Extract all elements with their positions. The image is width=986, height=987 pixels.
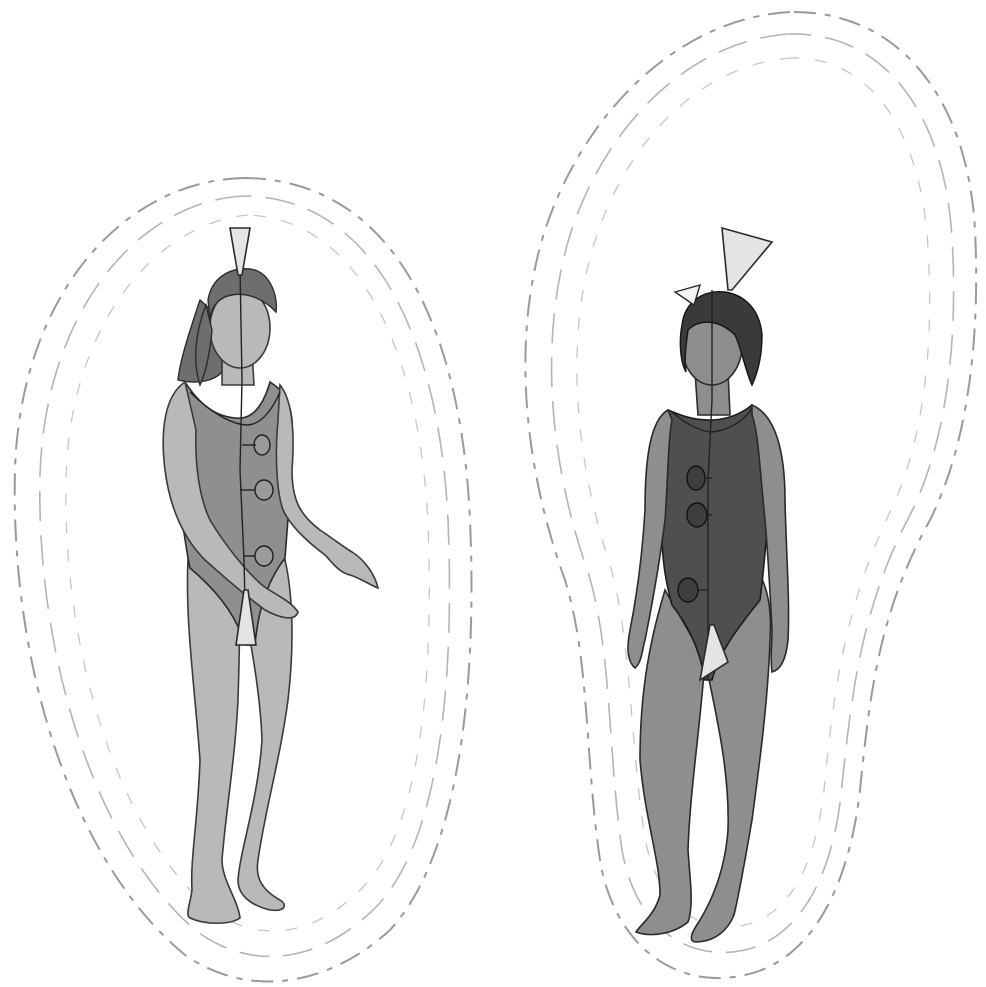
right-figure-sacral-chakra (678, 578, 698, 602)
left-figure-crown-cone (230, 228, 250, 275)
right-figure (628, 228, 789, 942)
right-figure-heart-chakra (687, 466, 705, 490)
left-figure-arm-right (276, 385, 378, 588)
left-figure (163, 228, 378, 923)
left-figure-sacral-chakra (255, 546, 273, 566)
left-figure-solar-chakra (255, 480, 273, 500)
right-figure-crown-cone (722, 228, 772, 290)
left-figure-heart-chakra (254, 435, 270, 455)
right-figure-solar-chakra (687, 503, 707, 527)
